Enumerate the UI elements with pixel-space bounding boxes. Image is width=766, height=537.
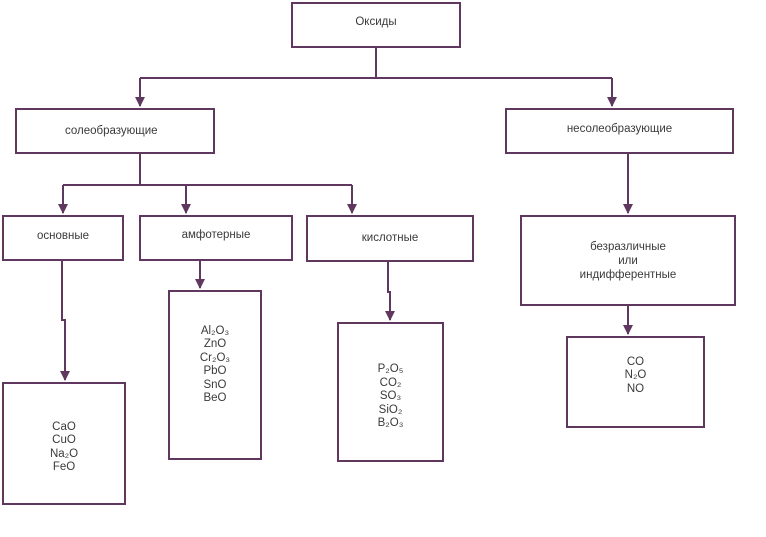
formula-feo: FeO (52, 461, 76, 473)
node-indifferent-label-line-3: индифферентные (579, 268, 677, 281)
node-basic: основные (2, 215, 124, 261)
node-salt-forming: солеобразующие (15, 108, 215, 154)
formula-no: NO (626, 382, 645, 395)
node-indifferent: безразличные или индифферентные (520, 215, 736, 306)
formula-so3: SO₃ (379, 390, 402, 403)
formula-b2o3: B₂O₃ (377, 417, 404, 430)
node-non-salt-forming: несолеобразующие (505, 108, 734, 154)
formula-co: CO (626, 355, 645, 368)
formula-beo: BeO (203, 392, 227, 404)
node-oxides-label: Оксиды (355, 16, 397, 28)
formula-sno: SnO (203, 378, 227, 391)
formula-p2o5: P₂O₅ (377, 363, 404, 376)
formula-cuo: CuO (52, 434, 76, 446)
acidic-examples-box: P₂O₅ CO₂ SO₃ SiO₂ B₂O₃ (337, 322, 444, 462)
node-oxides: Оксиды (291, 2, 461, 48)
node-acidic-label: кислотные (361, 232, 419, 244)
arrow-to-acidic-examples (385, 262, 395, 321)
node-basic-label: основные (36, 230, 89, 242)
formula-sio2: SiO₂ (378, 403, 403, 416)
node-amphoteric-label: амфотерные (181, 229, 251, 241)
node-acidic: кислотные (306, 215, 474, 262)
node-indifferent-label-line-1: безразличные (590, 240, 666, 253)
node-amphoteric: амфотерные (139, 215, 293, 261)
indifferent-examples-box: CO N₂O NO (566, 336, 705, 428)
formula-n2o: N₂O (624, 369, 647, 382)
formula-co2: CO₂ (379, 376, 402, 389)
node-indifferent-label-line-2: или (618, 254, 638, 267)
formula-cao: CaO (52, 420, 76, 433)
formula-cr2o3: Cr₂O₃ (199, 351, 231, 364)
formula-zno: ZnO (203, 338, 227, 350)
formula-al2o3: Al₂O₃ (200, 324, 230, 337)
arrow-to-basic-examples (60, 261, 70, 381)
amphoteric-examples-box: Al₂O₃ ZnO Cr₂O₃ PbO SnO BeO (168, 290, 262, 460)
basic-examples-box: CaO CuO Na₂O FeO (2, 382, 126, 505)
node-non-salt-forming-label: несолеобразующие (566, 123, 673, 135)
node-salt-forming-label: солеобразующие (65, 125, 158, 137)
formula-na2o: Na₂O (49, 447, 79, 460)
formula-pbo: PbO (203, 365, 227, 377)
